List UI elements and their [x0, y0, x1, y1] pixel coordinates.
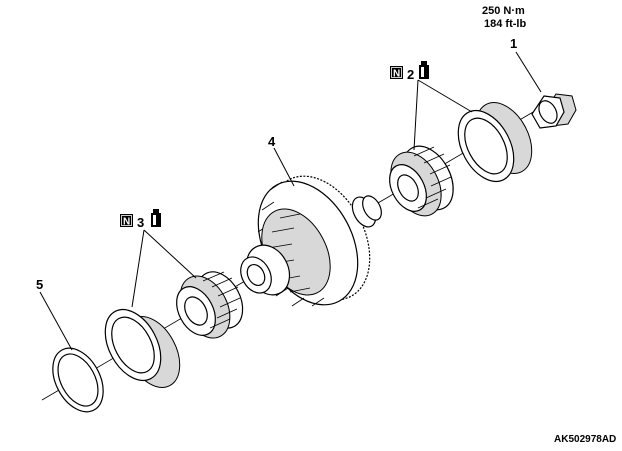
new-part-symbol-3: N — [120, 214, 133, 228]
callout-2: 2 — [407, 67, 414, 82]
grease-icon-3 — [151, 209, 161, 227]
new-part-letter-2: N — [393, 69, 400, 80]
leader-2b — [413, 79, 419, 151]
bearing-outer-race-part-3 — [104, 309, 181, 388]
callout-5: 5 — [36, 277, 43, 292]
tapered-roller-bearing-part-2 — [389, 145, 454, 217]
callout-1: 1 — [510, 36, 517, 51]
tapered-roller-bearing-part-3 — [176, 271, 244, 339]
new-part-letter-3: N — [123, 217, 130, 228]
callout-3: 3 — [137, 215, 144, 230]
snap-ring-part-5 — [52, 347, 104, 413]
leader-2a — [417, 79, 473, 113]
torque-imperial: 184 ft-lb — [484, 18, 526, 30]
leader-3b — [131, 229, 145, 308]
leader-1 — [515, 51, 542, 93]
bearing-outer-race-part-2 — [457, 102, 533, 182]
leader-4 — [273, 147, 295, 187]
leader-5 — [39, 291, 73, 351]
figure-code: AK502978AD — [554, 434, 616, 445]
grease-icon-2 — [419, 61, 429, 79]
differential-gear-part-4 — [240, 175, 382, 307]
leader-3a — [143, 229, 197, 279]
callout-4: 4 — [268, 134, 276, 149]
torque-metric: 250 N·m — [482, 5, 525, 17]
new-part-symbol-2: N — [390, 66, 403, 80]
nut-part-1 — [531, 93, 577, 129]
